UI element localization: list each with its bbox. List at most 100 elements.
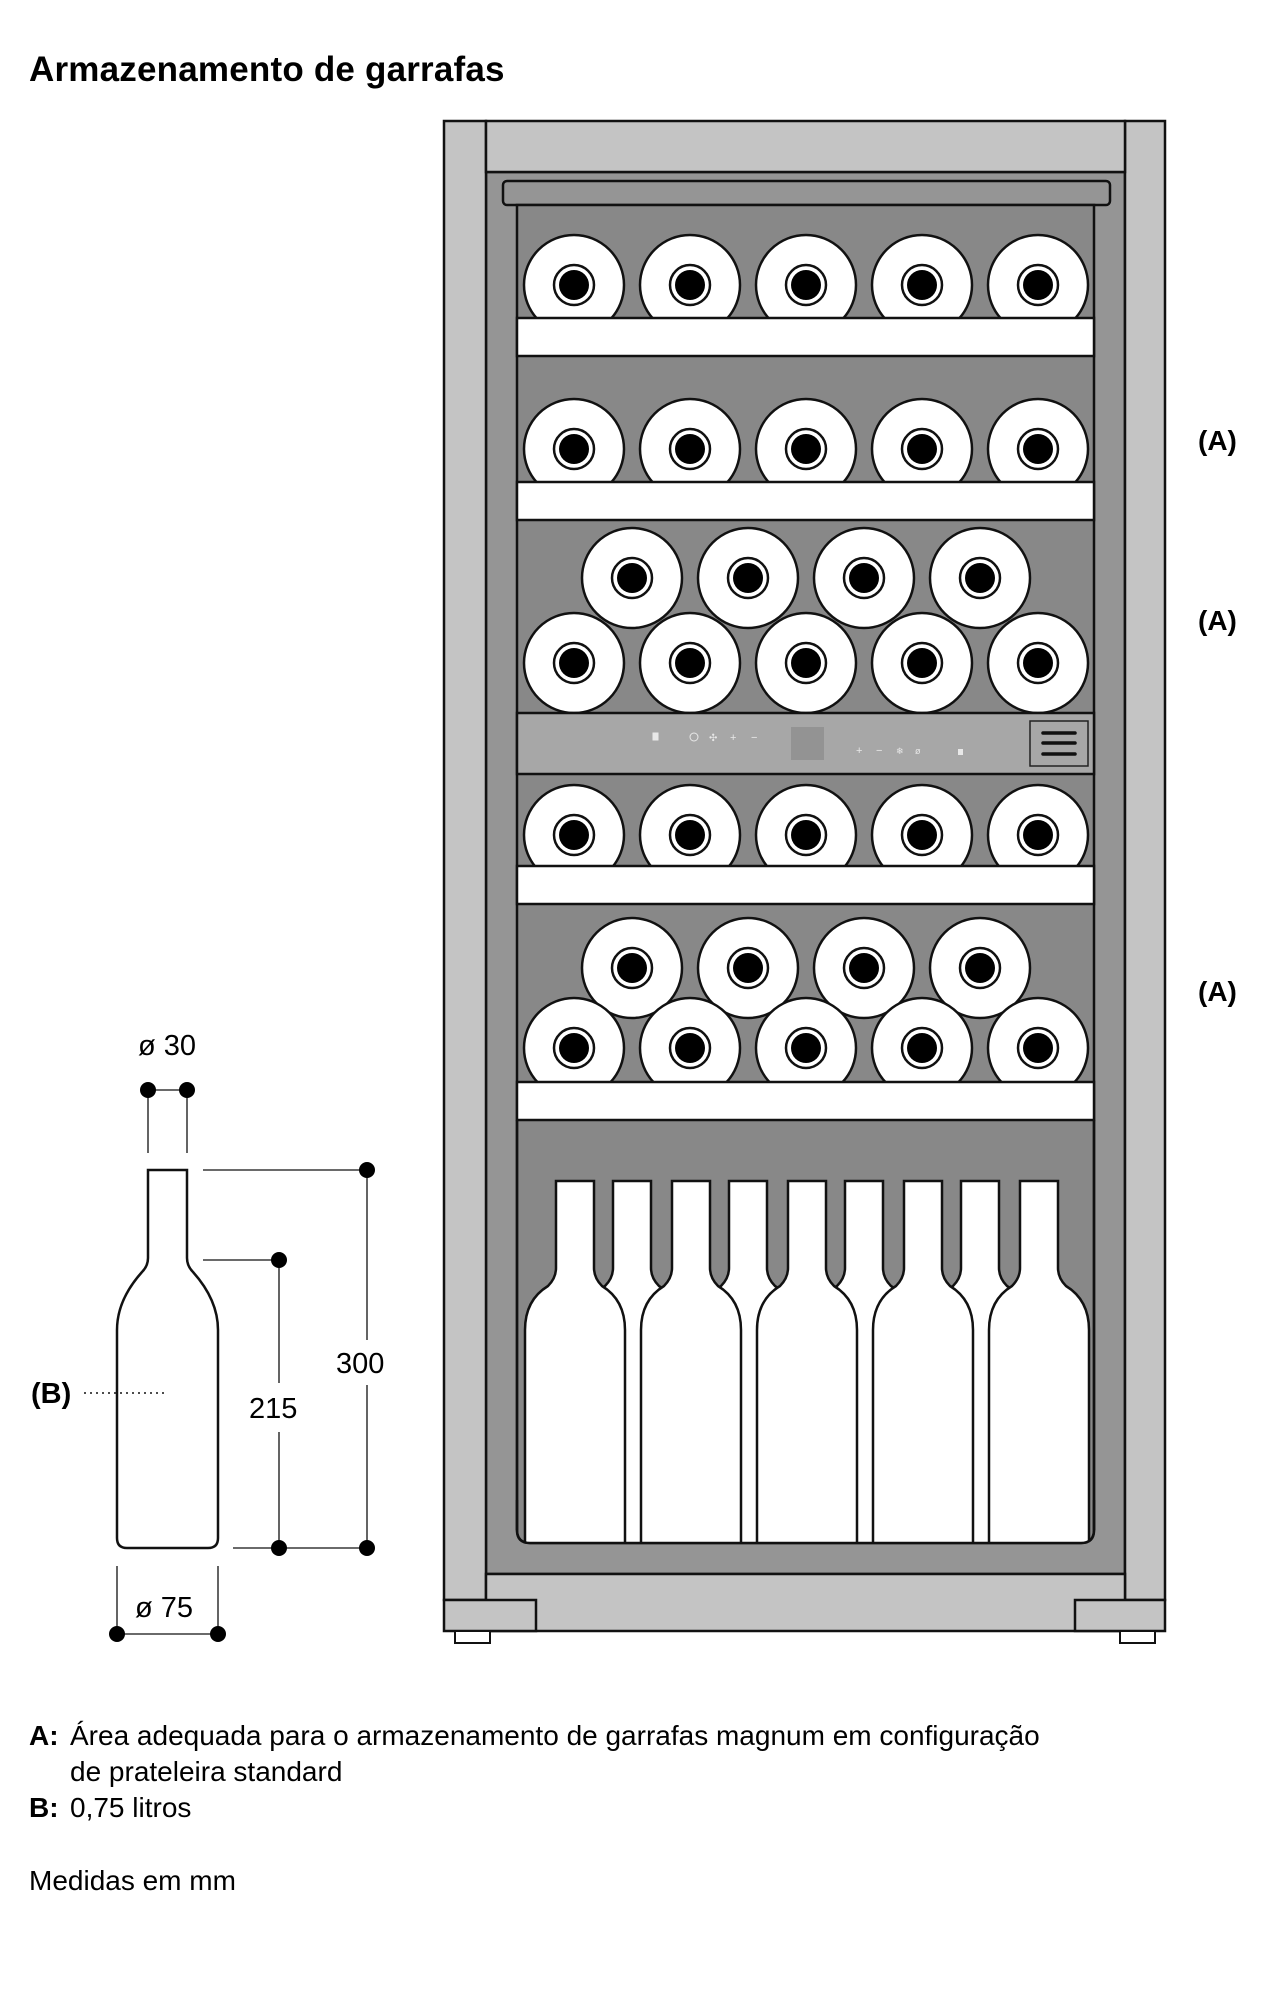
lying-bottle [638, 611, 742, 713]
lying-bottle [928, 526, 1032, 630]
light-icon[interactable] [652, 732, 659, 741]
legend-text-line: de prateleira standard [70, 1756, 343, 1787]
minus-icon[interactable]: − [751, 732, 757, 744]
shelf-board [515, 1080, 1096, 1122]
cabinet-left-foot [454, 1630, 491, 1644]
lying-bottle [638, 783, 742, 866]
page-title: Armazenamento de garrafas [29, 50, 505, 89]
lock-icon[interactable] [958, 749, 963, 755]
humidity-icon[interactable]: ❄ [896, 746, 904, 756]
lying-bottle [638, 397, 742, 482]
lying-bottle [986, 233, 1090, 318]
base-diameter-label: ø 75 [135, 1592, 193, 1624]
lying-bottle [754, 996, 858, 1082]
lying-bottle [812, 916, 916, 1020]
cabinet-left-side-panel [442, 119, 488, 1602]
lying-bottle [812, 526, 916, 630]
control-panel-left-icons: ✣ + − [652, 732, 757, 744]
legend-text: 0,75 litros [70, 1792, 192, 1823]
bottle-outline [115, 1168, 220, 1550]
display-screen [791, 727, 824, 760]
menu-icon [1041, 731, 1077, 756]
shelf-section [515, 916, 1096, 1122]
lying-bottle [870, 233, 974, 318]
cabinet-right-foot [1119, 1630, 1156, 1644]
standing-bottle-front [523, 1179, 627, 1543]
callout-label-b: (B) [31, 1378, 71, 1410]
body-height-dimension [203, 1252, 287, 1556]
menu-button[interactable] [1029, 720, 1089, 767]
lying-bottle [638, 233, 742, 318]
units-note: Medidas em mm [29, 1865, 236, 1896]
lying-bottle [986, 996, 1090, 1082]
base-diameter-dimension [109, 1566, 226, 1642]
total-height-label: 300 [336, 1348, 384, 1380]
minus-icon[interactable]: − [876, 745, 882, 757]
lying-bottle [580, 916, 684, 1020]
fan-icon[interactable]: ✣ [709, 733, 717, 744]
neck-diameter-label: ø 30 [138, 1030, 196, 1062]
shelf-section [515, 233, 1096, 358]
area-label-a-1: (A) [1198, 425, 1237, 456]
lying-bottle [870, 397, 974, 482]
control-panel: ✣ + − + − ❄ ø [515, 711, 1096, 776]
lying-bottle [754, 611, 858, 713]
legend-key: A: [29, 1720, 59, 1751]
lying-bottle [986, 397, 1090, 482]
plus-icon[interactable]: + [730, 732, 736, 744]
area-label-a-3: (A) [1198, 976, 1237, 1007]
bottle-dimension-drawing: ø 30 300 215 ø 75 [31, 1030, 384, 1642]
cabinet-bottom-panel [484, 1572, 1127, 1633]
standing-bottle-front [871, 1179, 975, 1543]
alarm-off-icon[interactable]: ø [915, 746, 921, 756]
lying-bottle [754, 783, 858, 866]
shelf-board [515, 316, 1096, 358]
standing-bottle-front [755, 1179, 859, 1543]
lying-bottle [986, 611, 1090, 713]
legend-text-line: Área adequada para o armazenamento de ga… [70, 1720, 1040, 1751]
power-icon[interactable] [689, 732, 699, 742]
control-panel-right-icons: + − ❄ ø [856, 745, 963, 757]
lying-bottle [986, 783, 1090, 866]
lying-bottle [696, 526, 800, 630]
wine-cabinet: ✣ + − + − ❄ ø (A) (A) [442, 119, 1237, 1644]
legend-text: Área adequada para o armazenamento de ga… [70, 1718, 1040, 1790]
legend-item-a: A: Área adequada para o armazenamento de… [29, 1718, 1040, 1790]
cabinet-left-foot-block [442, 1598, 538, 1633]
legend: A: Área adequada para o armazenamento de… [29, 1718, 1040, 1899]
lying-bottle [870, 996, 974, 1082]
lying-bottle [522, 233, 626, 318]
lying-bottle [522, 397, 626, 482]
lying-bottle [870, 611, 974, 713]
lying-bottle [522, 611, 626, 713]
lying-bottle [580, 526, 684, 630]
lying-bottle [754, 397, 858, 482]
lying-bottle [870, 783, 974, 866]
standing-bottle-front [639, 1179, 743, 1543]
total-height-dimension [203, 1162, 375, 1556]
legend-item-b: B: 0,75 litros [29, 1790, 1040, 1826]
standing-bottle-front [987, 1179, 1091, 1543]
lying-bottle [754, 233, 858, 318]
lying-bottle [522, 996, 626, 1082]
neck-diameter-dimension [140, 1082, 195, 1153]
shelf-board [515, 864, 1096, 906]
legend-key: B: [29, 1792, 59, 1823]
cabinet-right-side-panel [1123, 119, 1167, 1602]
shelf-section [515, 783, 1096, 906]
shelf-section [522, 526, 1090, 713]
cabinet-top-rail [501, 179, 1112, 207]
shelf-board [515, 480, 1096, 522]
lying-bottle [928, 916, 1032, 1020]
shelf-section [515, 397, 1096, 522]
standing-bottles [515, 1120, 1096, 1545]
plus-icon[interactable]: + [856, 745, 862, 757]
lying-bottle [696, 916, 800, 1020]
cabinet-right-foot-block [1073, 1598, 1167, 1633]
cabinet-top-panel [484, 119, 1127, 174]
lying-bottle [522, 783, 626, 866]
bottle-floor-outline [515, 1500, 1096, 1545]
area-label-a-2: (A) [1198, 605, 1237, 636]
lying-bottle [638, 996, 742, 1082]
